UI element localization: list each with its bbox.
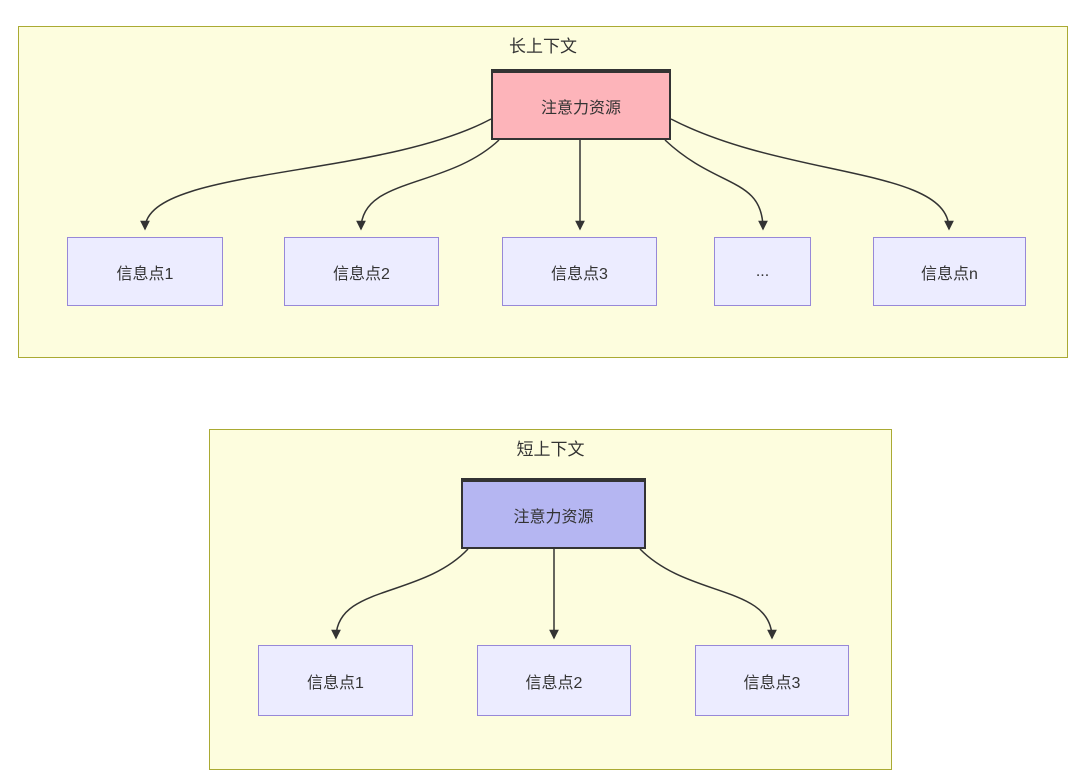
info-node-short-2: 信息点2 <box>477 645 631 716</box>
arrow-to-info-4 <box>664 139 768 231</box>
arrow-to-info-1 <box>140 118 492 231</box>
attention-node-short-label: 注意力资源 <box>513 508 594 526</box>
info-node-short-3-label: 信息点3 <box>743 674 801 692</box>
info-node-short-1: 信息点1 <box>258 645 413 716</box>
info-node-long-ellipsis-label: ... <box>755 262 770 280</box>
arrow-to-short-info-1 <box>331 548 469 640</box>
info-node-long-n-label: 信息点n <box>921 265 978 283</box>
info-node-long-n: 信息点n <box>873 237 1026 306</box>
info-node-long-2: 信息点2 <box>284 237 439 306</box>
arrow-to-short-info-3 <box>639 548 777 640</box>
info-node-long-2-label: 信息点2 <box>333 265 390 283</box>
long-context-title: 长上下文 <box>509 37 577 56</box>
info-node-long-3-label: 信息点3 <box>551 265 608 283</box>
arrow-to-info-2 <box>356 139 500 231</box>
info-node-short-2-label: 信息点2 <box>525 674 583 692</box>
info-node-long-1-label: 信息点1 <box>116 265 174 283</box>
info-node-long-ellipsis: ... <box>714 237 811 306</box>
attention-node-short: 注意力资源 <box>461 478 646 549</box>
long-context-container: 长上下文 注意力资源 信息点1 信息点2 信息点3 ... <box>18 26 1068 358</box>
short-context-title: 短上下文 <box>516 440 585 459</box>
info-node-short-3: 信息点3 <box>695 645 849 716</box>
info-node-short-1-label: 信息点1 <box>307 674 364 692</box>
attention-node-long: 注意力资源 <box>491 69 671 140</box>
info-node-long-1: 信息点1 <box>67 237 223 306</box>
info-node-long-3: 信息点3 <box>502 237 657 306</box>
arrow-to-info-5 <box>670 118 954 231</box>
short-context-container: 短上下文 注意力资源 信息点1 信息点2 信息点3 <box>209 429 892 770</box>
attention-node-long-label: 注意力资源 <box>540 99 621 117</box>
